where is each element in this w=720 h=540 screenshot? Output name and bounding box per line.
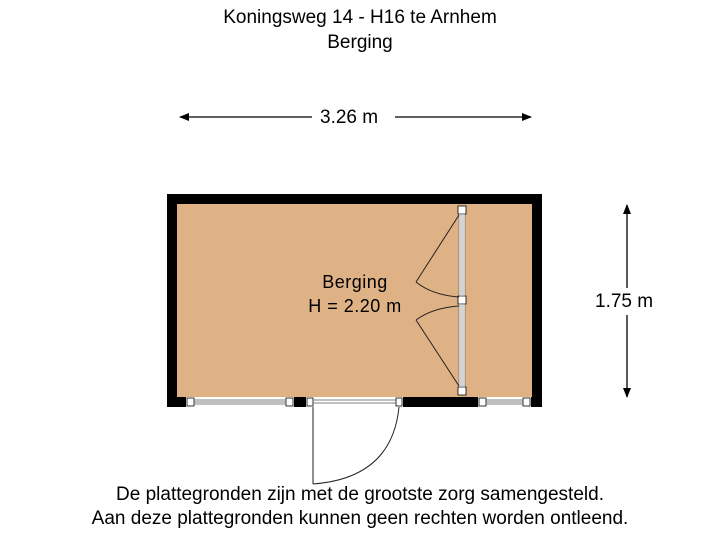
floor-title: Berging xyxy=(327,32,393,53)
partition-double-door xyxy=(415,204,467,397)
window-bottom-left xyxy=(186,397,294,407)
room-height: H = 2.20 m xyxy=(308,296,402,316)
disclaimer-line-1: De plattegronden zijn met de grootste zo… xyxy=(116,484,604,505)
disclaimer-line-2: Aan deze plattegronden kunnen geen recht… xyxy=(91,508,629,529)
floor-area xyxy=(177,204,532,397)
height-dimension-label: 1.75 m xyxy=(592,289,657,315)
room-name: Berging xyxy=(322,272,388,292)
entrance-door xyxy=(306,397,403,485)
width-dimension-label: 3.26 m xyxy=(316,107,383,129)
address-title: Koningsweg 14 - H16 te Arnhem xyxy=(223,7,497,28)
window-bottom-right xyxy=(478,397,531,407)
